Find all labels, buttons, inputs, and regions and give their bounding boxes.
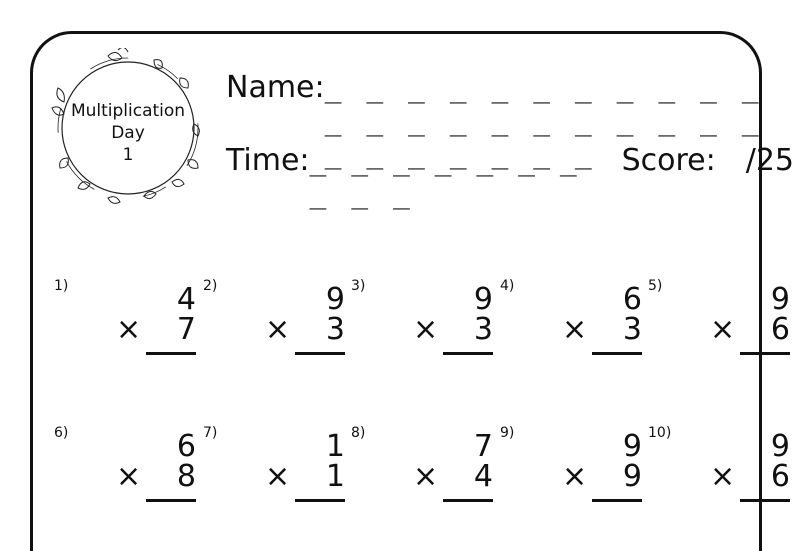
answer-line[interactable] — [295, 499, 345, 502]
bottom-line: × 8 — [116, 461, 196, 493]
name-label: Name: — [226, 70, 325, 105]
problem-10: 10) 9 × 6 — [648, 425, 790, 545]
problem-number: 4) — [500, 278, 515, 294]
problem-6: 6) 6 × 8 — [54, 425, 196, 545]
problem-number: 7) — [203, 425, 218, 441]
answer-line[interactable] — [740, 352, 790, 355]
bottom-operand: 4 — [473, 459, 493, 494]
times-sign: × — [116, 312, 142, 347]
problem-4: 4) 6 × 3 — [500, 278, 642, 398]
answer-line[interactable] — [740, 499, 790, 502]
worksheet-border — [30, 31, 762, 551]
bottom-operand: 7 — [176, 312, 196, 347]
bottom-line: × 3 — [265, 314, 345, 346]
times-sign: × — [265, 312, 291, 347]
problem-number: 2) — [203, 278, 218, 294]
leaf-wreath-icon — [51, 48, 200, 204]
top-operand: 7 — [473, 429, 493, 464]
times-sign: × — [710, 312, 736, 347]
problem-2: 2) 9 × 3 — [203, 278, 345, 398]
times-sign: × — [413, 312, 439, 347]
bottom-line: × 6 — [710, 314, 790, 346]
times-sign: × — [562, 312, 588, 347]
problem-number: 6) — [54, 425, 69, 441]
answer-line[interactable] — [592, 352, 642, 355]
answer-line[interactable] — [443, 352, 493, 355]
bottom-operand: 3 — [622, 312, 642, 347]
bottom-operand: 1 — [325, 459, 345, 494]
name-blank[interactable]: _ _ _ _ _ _ _ _ _ _ _ _ _ _ _ _ _ _ _ _ … — [324, 71, 763, 170]
answer-line[interactable] — [443, 499, 493, 502]
bottom-line: × 9 — [562, 461, 642, 493]
time-blank[interactable]: _ _ _ _ _ _ _ _ _ _ — [309, 144, 581, 210]
problem-9: 9) 9 × 9 — [500, 425, 642, 545]
bottom-line: × 7 — [116, 314, 196, 346]
bottom-line: × 3 — [562, 314, 642, 346]
times-sign: × — [710, 459, 736, 494]
problem-number: 3) — [351, 278, 366, 294]
top-operand: 1 — [325, 429, 345, 464]
times-sign: × — [265, 459, 291, 494]
answer-line[interactable] — [146, 499, 196, 502]
times-sign: × — [116, 459, 142, 494]
bottom-operand: 9 — [622, 459, 642, 494]
problem-number: 9) — [500, 425, 515, 441]
bottom-operand: 3 — [325, 312, 345, 347]
top-operand: 9 — [770, 429, 790, 464]
top-operand: 9 — [473, 282, 493, 317]
top-operand: 6 — [622, 282, 642, 317]
problem-1: 1) 4 × 7 — [54, 278, 196, 398]
bottom-line: × 1 — [265, 461, 345, 493]
score-label: Score: — [621, 143, 716, 178]
times-sign: × — [562, 459, 588, 494]
bottom-operand: 6 — [770, 312, 790, 347]
bottom-operand: 8 — [176, 459, 196, 494]
bottom-line: × 6 — [710, 461, 790, 493]
problem-7: 7) 1 × 1 — [203, 425, 345, 545]
times-sign: × — [413, 459, 439, 494]
score-value: /25 — [745, 143, 794, 178]
time-score-row: Time: _ _ _ _ _ _ _ _ _ _ Score: /25 — [226, 143, 794, 210]
badge-line-1: Multiplication — [70, 101, 186, 121]
top-operand: 9 — [325, 282, 345, 317]
bottom-line: × 4 — [413, 461, 493, 493]
top-operand: 9 — [622, 429, 642, 464]
time-label: Time: — [226, 143, 310, 178]
problem-8: 8) 7 × 4 — [351, 425, 493, 545]
badge-title: Multiplication Day 1 — [48, 100, 208, 166]
problem-3: 3) 9 × 3 — [351, 278, 493, 398]
top-operand: 4 — [176, 282, 196, 317]
problem-number: 10) — [648, 425, 672, 441]
problem-number: 1) — [54, 278, 69, 294]
answer-line[interactable] — [592, 499, 642, 502]
top-operand: 9 — [770, 282, 790, 317]
badge-line-2: Day — [111, 123, 145, 143]
bottom-operand: 3 — [473, 312, 493, 347]
top-operand: 6 — [176, 429, 196, 464]
answer-line[interactable] — [295, 352, 345, 355]
bottom-operand: 6 — [770, 459, 790, 494]
name-row: Name: _ _ _ _ _ _ _ _ _ _ _ _ _ _ _ _ _ … — [226, 70, 794, 170]
title-badge: Multiplication Day 1 — [48, 48, 208, 208]
problem-5: 5) 9 × 6 — [648, 278, 790, 398]
answer-line[interactable] — [146, 352, 196, 355]
badge-line-3: 1 — [122, 145, 134, 165]
problem-number: 5) — [648, 278, 663, 294]
bottom-line: × 3 — [413, 314, 493, 346]
problem-number: 8) — [351, 425, 366, 441]
